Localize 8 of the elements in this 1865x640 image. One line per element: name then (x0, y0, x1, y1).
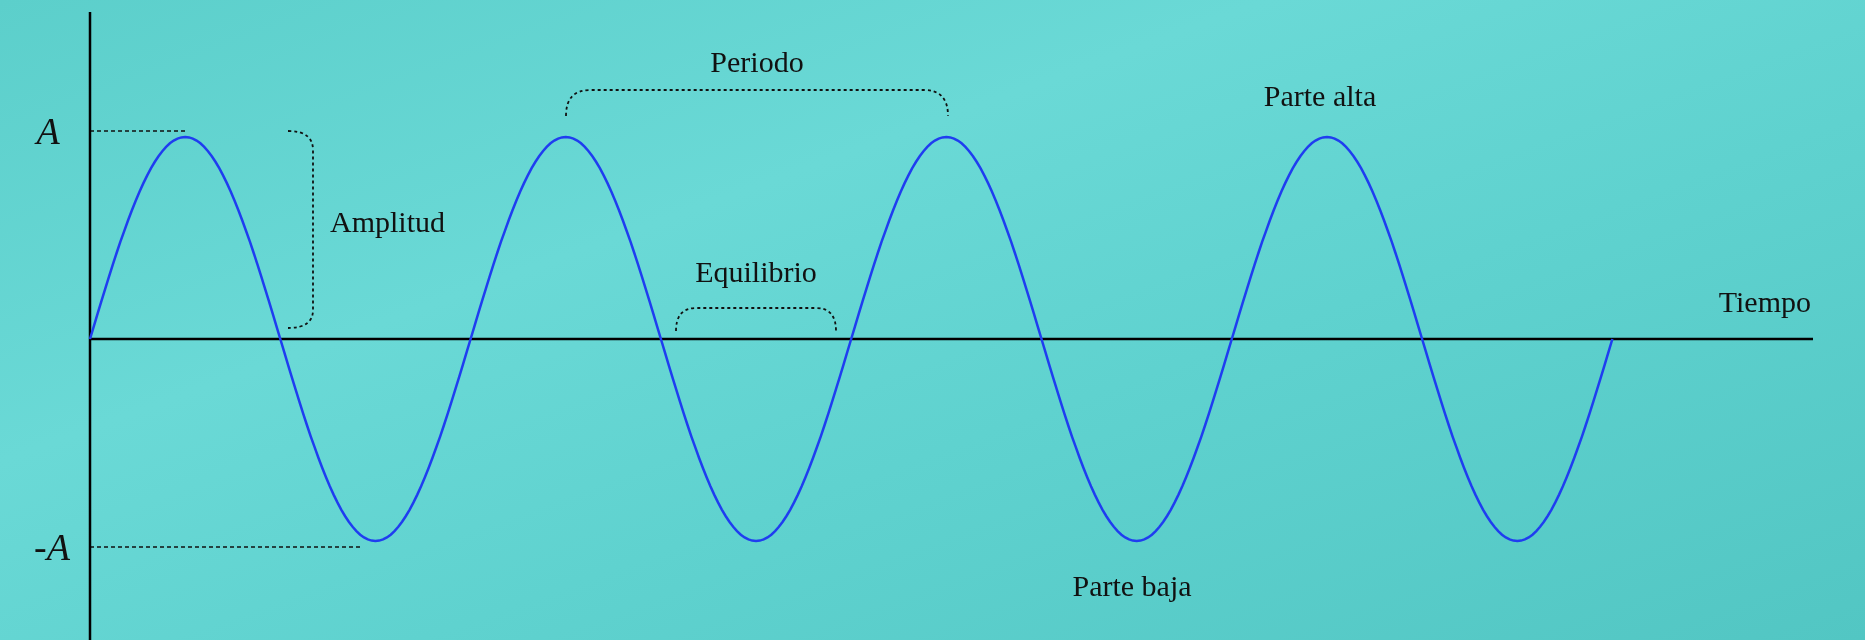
axis-label: Equilibrio (695, 257, 817, 287)
axis-label: Periodo (710, 47, 804, 77)
axis-label: Amplitud (330, 207, 445, 237)
amplitude-symbol: A (36, 112, 60, 150)
axis-label: Parte baja (1072, 571, 1192, 601)
axis-label: Parte alta (1263, 81, 1377, 111)
axis-label: Tiempo (1718, 287, 1811, 317)
amplitude-symbol: -A (34, 528, 70, 566)
